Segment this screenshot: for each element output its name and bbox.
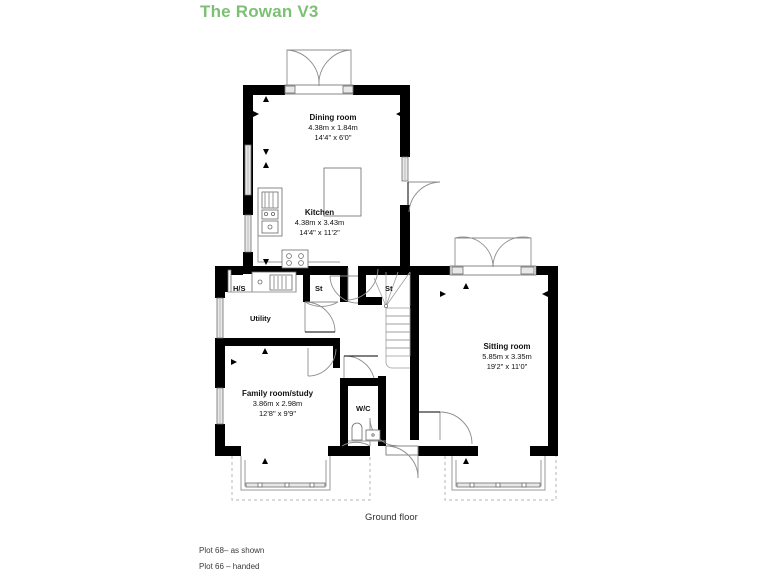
room-name: Dining room [309, 113, 357, 122]
room-label-store-1: St [315, 284, 323, 293]
wall-hall-right [410, 275, 419, 440]
wall-dining-right-upper [400, 85, 410, 157]
french-door-dining [284, 49, 354, 95]
room-label-family-room-study: Family room/study 3.86m x 2.98m 12'8" x … [220, 388, 335, 420]
wall-bottom-left [215, 446, 241, 456]
room-imperial: 19'2" x 11'0" [486, 362, 528, 372]
door-dining-hall [407, 181, 441, 213]
wall-st2-left [358, 275, 366, 299]
wall-left-lower-2 [215, 338, 225, 388]
wall-left-1 [243, 85, 253, 145]
door-sitting-room [419, 411, 473, 445]
room-metric: 4.38m x 3.43m [294, 218, 345, 228]
french-door-sitting [449, 236, 537, 276]
utility-appliances [227, 269, 297, 293]
window-left-kitchen [244, 214, 252, 253]
wall-wc-left [340, 386, 348, 446]
wall-left-4 [243, 252, 253, 274]
wall-sitting-top-right [536, 266, 558, 275]
room-imperial: 12'8" x 9'9" [259, 409, 296, 419]
room-label-wc: W/C [356, 404, 371, 413]
wall-left-lower-1 [215, 266, 225, 298]
wall-bottom-right-2 [530, 446, 558, 456]
kitchen-units [257, 167, 362, 269]
room-label-hs: H/S [233, 284, 246, 293]
room-label-sitting-room: Sitting room 5.85m x 3.35m 19'2" x 11'0" [452, 341, 562, 373]
wall-top-right [353, 85, 410, 95]
wall-left-3 [243, 195, 253, 215]
window-left-dining [244, 144, 252, 196]
room-imperial: 14'4" x 6'0" [314, 133, 352, 143]
wall-wc-top [340, 378, 386, 386]
wall-st1-left [303, 270, 310, 302]
window-left-family [216, 387, 224, 425]
room-label-store-2: St [385, 284, 393, 293]
staircase [373, 271, 411, 369]
room-label-dining-room: Dining room 4.38m x 1.84m 14'4" x 6'0" [278, 112, 388, 144]
wall-st1-right [340, 270, 348, 302]
door-family-room [307, 348, 337, 377]
window-left-utility [216, 297, 224, 339]
room-metric: 4.38m x 1.84m [308, 123, 358, 133]
room-name: Sitting room [483, 342, 531, 351]
wall-bottom-mid [348, 446, 370, 456]
wall-dining-right-lower [400, 205, 410, 275]
room-name: Kitchen [304, 208, 335, 217]
wall-left-lower-3 [215, 424, 225, 456]
room-name: Family room/study [241, 389, 314, 398]
wall-right-exterior [548, 266, 558, 454]
dimension-arrows [231, 96, 548, 464]
door-front-entrance [385, 445, 419, 479]
wc-fixtures [348, 422, 386, 442]
room-label-kitchen: Kitchen 4.38m x 3.43m 14'4" x 11'2" [272, 207, 367, 239]
wall-bottom-right [452, 446, 478, 456]
wall-bottom-mid-2 [418, 446, 452, 456]
wall-hs-right [225, 270, 228, 292]
door-store-2 [329, 275, 359, 304]
door-hall-wc [343, 355, 378, 379]
wall-top-left [243, 85, 285, 95]
plot-note-handed: Plot 66 – handed [199, 562, 260, 571]
wall-st2-bottom [358, 297, 382, 305]
page-title: The Rowan V3 [200, 2, 319, 21]
bay-window-sitting-room [444, 456, 557, 501]
bay-window-family-room [231, 456, 371, 501]
room-imperial: 14'4" x 11'2" [299, 228, 340, 238]
wall-utility-bottom [225, 338, 340, 346]
wall-family-right [333, 346, 340, 368]
floor-caption: Ground floor [365, 512, 418, 523]
plot-note-as-shown: Plot 68– as shown [199, 546, 265, 555]
wall-hall-top [358, 266, 410, 275]
room-metric: 5.85m x 3.35m [482, 352, 532, 362]
wall-sitting-top-left [410, 266, 450, 275]
door-utility [304, 301, 336, 333]
room-label-utility: Utility [250, 314, 271, 323]
wall-wc-right [378, 376, 386, 446]
room-metric: 3.86m x 2.98m [252, 399, 303, 409]
door-kitchen-hall [347, 268, 379, 301]
wall-kitchen-bottom-2 [253, 266, 348, 275]
window-dining-right [401, 156, 409, 182]
wall-bottom-left-2 [328, 446, 348, 456]
